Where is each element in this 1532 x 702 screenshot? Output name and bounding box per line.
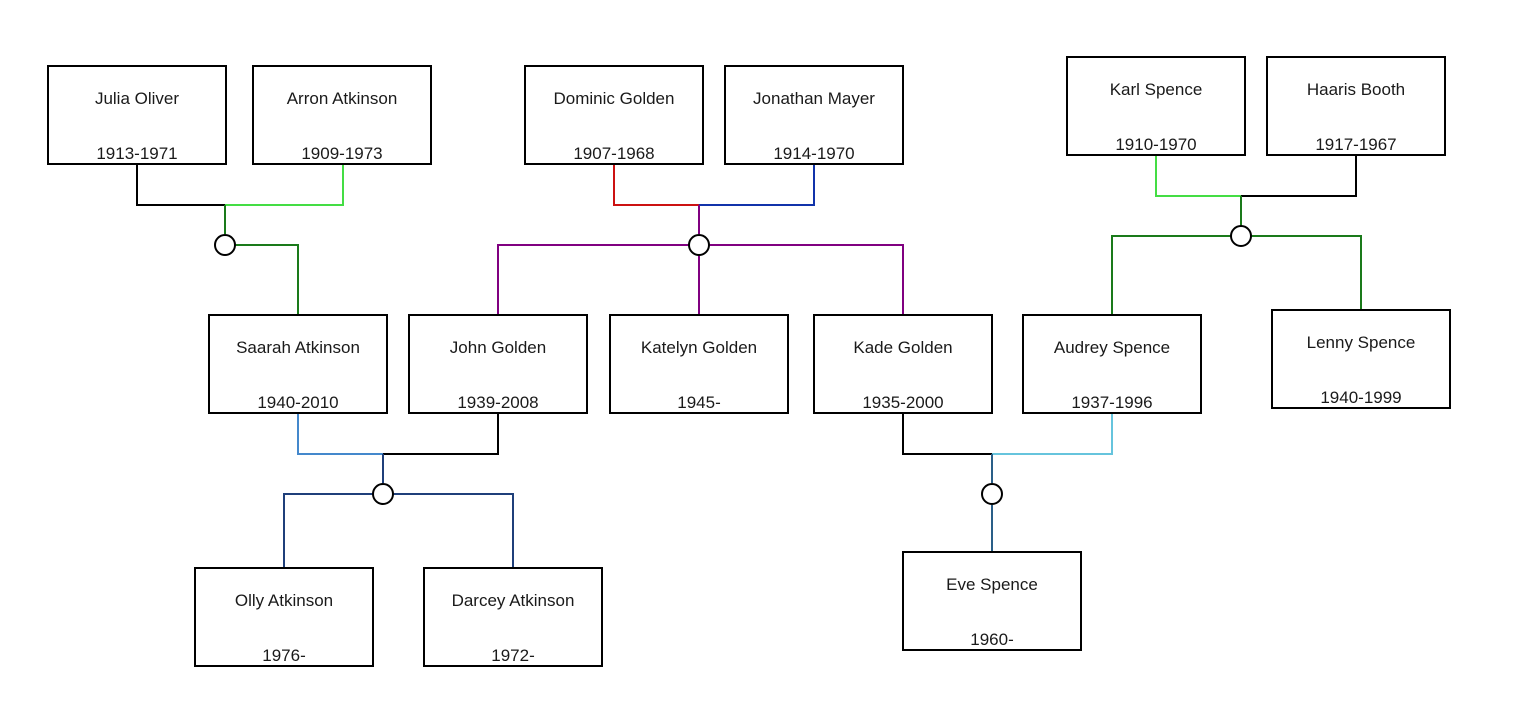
union-node	[1230, 225, 1252, 247]
person-haaris-booth[interactable]: Haaris Booth 1917-1967	[1266, 56, 1446, 156]
person-years: 1939-2008	[457, 393, 539, 412]
person-name: Darcey Atkinson	[451, 591, 575, 610]
connector-darcey-atkinson	[393, 493, 514, 568]
connector-john-golden	[497, 244, 689, 315]
person-kade-golden[interactable]: Kade Golden 1935-2000	[813, 314, 993, 414]
connector-olly-atkinson	[283, 493, 373, 568]
connector-kade-golden	[709, 244, 904, 315]
connector-john-to-union	[383, 413, 499, 455]
union-node	[214, 234, 236, 256]
connector-lenny-spence	[1251, 235, 1362, 309]
person-julia-oliver[interactable]: Julia Oliver 1913-1971	[47, 65, 227, 165]
person-name: Eve Spence	[946, 575, 1038, 594]
person-name: Arron Atkinson	[286, 89, 398, 108]
person-lenny-spence[interactable]: Lenny Spence 1940-1999	[1271, 309, 1451, 409]
person-name: John Golden	[449, 338, 547, 357]
person-olly-atkinson[interactable]: Olly Atkinson 1976-	[194, 567, 374, 667]
person-karl-spence[interactable]: Karl Spence 1910-1970	[1066, 56, 1246, 156]
connector-julia-oliver	[136, 164, 225, 206]
person-name: Lenny Spence	[1306, 333, 1416, 352]
person-dominic-golden[interactable]: Dominic Golden 1907-1968	[524, 65, 704, 165]
union-node	[372, 483, 394, 505]
person-name: Dominic Golden	[553, 89, 675, 108]
union-node	[688, 234, 710, 256]
person-name: Katelyn Golden	[640, 338, 758, 357]
person-jonathan-mayer[interactable]: Jonathan Mayer 1914-1970	[724, 65, 904, 165]
person-audrey-spence[interactable]: Audrey Spence 1937-1996	[1022, 314, 1202, 414]
connector-dominic-golden	[613, 164, 699, 206]
person-years: 1960-	[970, 630, 1014, 649]
person-name: Haaris Booth	[1306, 80, 1406, 99]
person-years: 1935-2000	[862, 393, 944, 412]
person-john-golden[interactable]: John Golden 1939-2008	[408, 314, 588, 414]
connector-arron-atkinson	[225, 164, 344, 206]
person-years: 1913-1971	[96, 144, 178, 163]
person-eve-spence[interactable]: Eve Spence 1960-	[902, 551, 1082, 651]
person-name: Julia Oliver	[94, 89, 180, 108]
person-name: Kade Golden	[853, 338, 953, 357]
connector-audrey-spence	[1111, 235, 1231, 315]
person-name: Karl Spence	[1109, 80, 1203, 99]
person-years: 1976-	[262, 646, 306, 665]
connector-haaris-booth	[1241, 155, 1357, 197]
union-node	[981, 483, 1003, 505]
person-years: 1909-1973	[301, 144, 383, 163]
person-name: Saarah Atkinson	[236, 338, 360, 357]
connector-kade-to-union	[902, 413, 992, 455]
person-years: 1940-2010	[257, 393, 339, 412]
connector-saarah-atkinson	[235, 244, 299, 315]
person-years: 1907-1968	[573, 144, 655, 163]
person-years: 1910-1970	[1115, 135, 1197, 154]
person-years: 1972-	[491, 646, 535, 665]
connector-audrey-to-union	[992, 413, 1113, 455]
connector-karl-spence	[1155, 155, 1241, 197]
person-saarah-atkinson[interactable]: Saarah Atkinson 1940-2010	[208, 314, 388, 414]
person-arron-atkinson[interactable]: Arron Atkinson 1909-1973	[252, 65, 432, 165]
connector-saarah-to-union	[297, 413, 383, 455]
person-name: Audrey Spence	[1053, 338, 1171, 357]
person-years: 1937-1996	[1071, 393, 1153, 412]
person-name: Olly Atkinson	[234, 591, 334, 610]
connector-jonathan-mayer	[699, 164, 815, 206]
person-years: 1940-1999	[1320, 388, 1402, 407]
person-years: 1945-	[677, 393, 721, 412]
person-katelyn-golden[interactable]: Katelyn Golden 1945-	[609, 314, 789, 414]
person-darcey-atkinson[interactable]: Darcey Atkinson 1972-	[423, 567, 603, 667]
person-years: 1914-1970	[773, 144, 855, 163]
person-years: 1917-1967	[1315, 135, 1397, 154]
person-name: Jonathan Mayer	[753, 89, 875, 108]
